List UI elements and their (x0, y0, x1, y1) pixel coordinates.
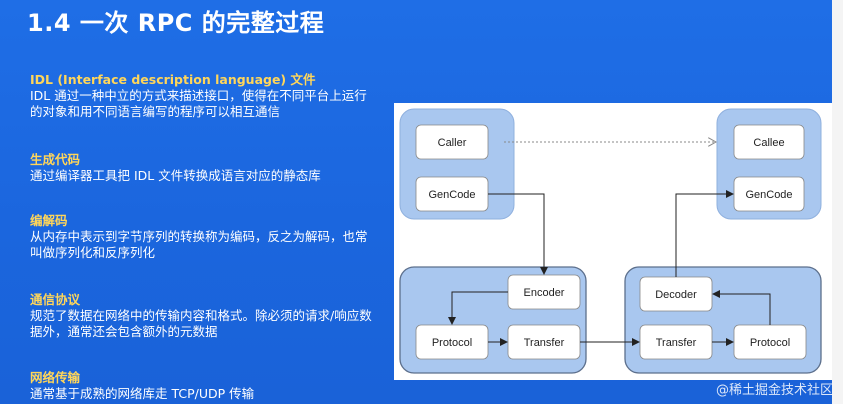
callee-gencode-label: GenCode (745, 189, 792, 201)
gencode-to-encoder-edge (488, 193, 548, 275)
encoder-label: Encoder (524, 287, 565, 299)
section-heading: 编解码 (30, 213, 68, 228)
section-body: 规范了数据在网络中的传输内容和格式。除必须的请求/响应数 据外，通常还会包含额外… (30, 308, 372, 339)
section-body: 从内存中表示到字节序列的转换称为编码，反之为解码，也常 叫做序列化和反序列化 (30, 229, 368, 260)
decoder-to-gencode-edge (675, 190, 734, 277)
client-transfer-label: Transfer (524, 337, 565, 349)
encoder-to-protocol-edge (448, 291, 508, 325)
section-heading: 通信协议 (30, 292, 81, 307)
rpc-flow-diagram: Caller GenCode Callee GenCode Encoder Pr… (394, 103, 840, 380)
server-transfer-label: Transfer (656, 337, 697, 349)
watermark: @稀土掘金技术社区 (715, 383, 833, 398)
section-heading: 网络传输 (30, 370, 81, 385)
callee-label: Callee (753, 137, 784, 149)
section-heading: 生成代码 (30, 152, 81, 167)
server-protocol-label: Protocol (750, 337, 790, 349)
callee-node (733, 124, 805, 160)
caller-node (415, 124, 489, 160)
section-body: 通常基于成熟的网络库走 TCP/UDP 传输 (30, 386, 255, 401)
section-codegen: 生成代码 通过编译器工具把 IDL 文件转换成语言对应的静态库 (30, 152, 390, 184)
section-codec: 编解码 从内存中表示到字节序列的转换称为编码，反之为解码，也常 叫做序列化和反序… (30, 213, 390, 261)
section-protocol: 通信协议 规范了数据在网络中的传输内容和格式。除必须的请求/响应数 据外，通常还… (30, 292, 390, 340)
rpc-flow-svg: Caller GenCode Callee GenCode Encoder Pr… (399, 108, 822, 374)
slide-title: 1.4 一次 RPC 的完整过程 (27, 9, 325, 37)
section-body: IDL 通过一种中立的方式来描述接口，使得在不同平台上运行 的对象和用不同语言编… (30, 88, 367, 119)
caller-label: Caller (438, 137, 467, 149)
callee-gencode-node (733, 176, 805, 212)
section-idl: IDL (Interface description language) 文件 … (30, 72, 390, 120)
caller-gencode-label: GenCode (428, 189, 475, 201)
decoder-label: Decoder (655, 289, 697, 301)
right-edge-strip (832, 0, 843, 404)
section-network: 网络传输 通常基于成熟的网络库走 TCP/UDP 传输 (30, 370, 390, 402)
section-heading: IDL (Interface description language) 文件 (30, 72, 316, 87)
protocol-to-decoder-edge (712, 290, 771, 325)
section-body: 通过编译器工具把 IDL 文件转换成语言对应的静态库 (30, 168, 321, 183)
client-protocol-label: Protocol (432, 337, 472, 349)
